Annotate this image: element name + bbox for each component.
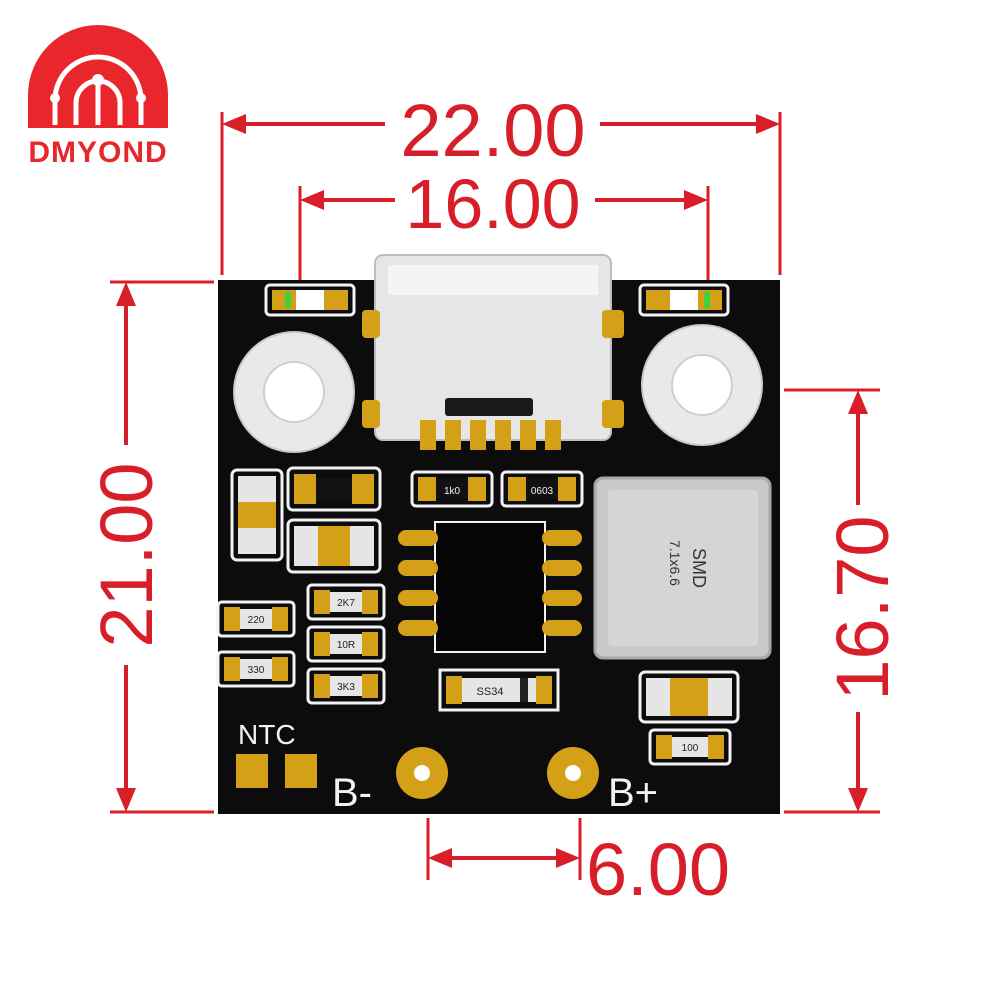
battery-pad-negative <box>396 747 448 799</box>
brand-logo: DMYOND <box>28 25 168 169</box>
usb-port-opening <box>445 398 533 416</box>
ntc-pad-1 <box>236 754 268 788</box>
resistor-marking: 1k0 <box>444 486 461 497</box>
logo-arc-outer-icon <box>52 54 144 125</box>
b-plus-label: B+ <box>608 771 658 815</box>
mounting-hole-left <box>233 331 355 453</box>
resistor-mid-1: 2K7 <box>306 583 386 621</box>
mounting-hole-right <box>641 324 763 446</box>
hole-to-bottom-value: 16.70 <box>821 515 904 700</box>
resistor-top-left <box>286 466 382 512</box>
led-left <box>264 283 356 317</box>
inductor-marking-2: 7.1x6.6 <box>667 540 683 586</box>
ntc-pad-2 <box>285 754 317 788</box>
resistor-top-center-a: 1k0 <box>410 470 494 508</box>
pcb-board: 1k0 0603 SMD 7.1x6.6 <box>216 254 780 815</box>
led-right <box>638 283 730 317</box>
resistor-top-center-b: 0603 <box>500 470 584 508</box>
ic-chip <box>398 521 582 653</box>
resistor-left-1: 220 <box>216 600 296 638</box>
resistor-right: 100 <box>648 728 732 766</box>
dimension-board-width: 22.00 <box>220 89 782 275</box>
dimension-hole-to-bottom: 16.70 <box>784 388 904 814</box>
resistor-marking: 220 <box>248 615 265 626</box>
dimension-pad-spacing: 6.00 <box>426 818 730 911</box>
board-width-value: 22.00 <box>400 89 585 172</box>
resistor-mid-2: 10R <box>306 625 386 663</box>
dimension-usb-pitch: 16.00 <box>298 165 710 280</box>
capacitor-horizontal-left <box>286 518 382 574</box>
inductor: SMD 7.1x6.6 <box>593 476 772 660</box>
pad-spacing-value: 6.00 <box>586 828 730 911</box>
resistor-marking: 330 <box>248 665 265 676</box>
resistor-marking: 10R <box>337 640 355 651</box>
resistor-marking: 2K7 <box>337 598 355 609</box>
brand-name: DMYOND <box>28 136 167 169</box>
battery-pad-positive <box>547 747 599 799</box>
diode-marking: SS34 <box>477 686 504 698</box>
ntc-label: NTC <box>238 719 296 750</box>
usb-c-connector <box>362 254 624 450</box>
capacitor-right <box>638 670 740 724</box>
capacitor-vertical-left <box>230 468 284 562</box>
resistor-marking: 100 <box>682 743 699 754</box>
usb-pitch-value: 16.00 <box>405 165 580 243</box>
dimension-board-height: 21.00 <box>85 280 214 814</box>
inductor-marking-1: SMD <box>689 548 709 588</box>
diode: SS34 <box>438 668 560 712</box>
board-height-value: 21.00 <box>85 462 168 647</box>
resistor-marking: 3K3 <box>337 682 355 693</box>
resistor-marking: 0603 <box>531 486 554 497</box>
resistor-left-2: 330 <box>216 650 296 688</box>
b-minus-label: B- <box>332 771 372 815</box>
resistor-mid-3: 3K3 <box>306 667 386 705</box>
